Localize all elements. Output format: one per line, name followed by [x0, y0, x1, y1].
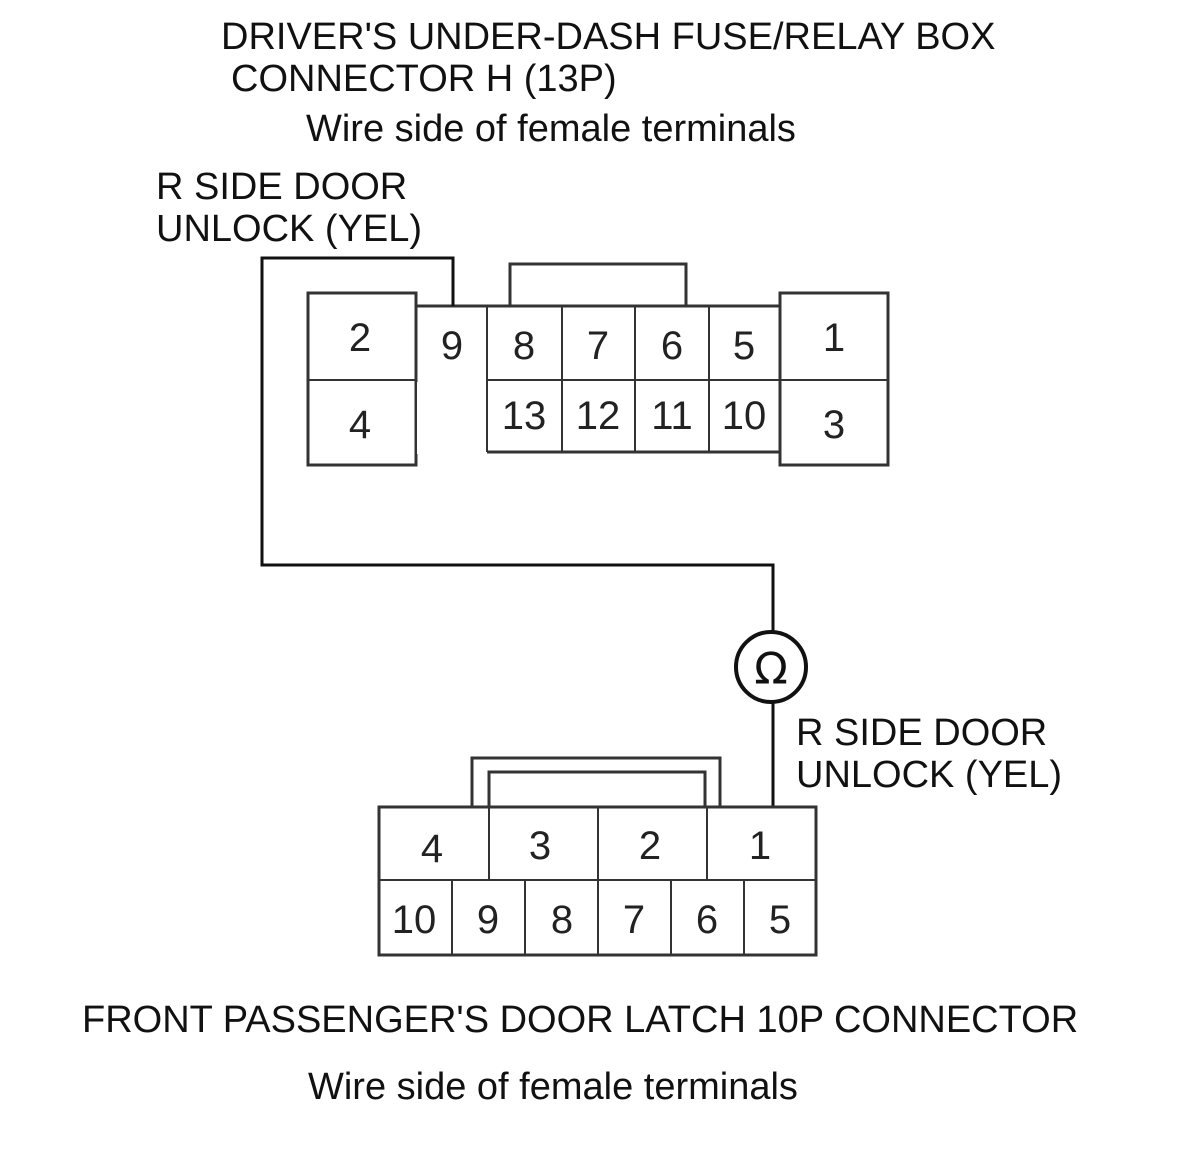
bottom-connector-subtitle: Wire side of female terminals	[308, 1066, 798, 1108]
bottom-pin-5: 5	[769, 898, 791, 942]
top-pin-10: 10	[722, 394, 767, 438]
top-connector: 2 4 9 8 7 6 5 13 12 11 10 1 3	[306, 262, 890, 467]
top-pin-2: 2	[349, 316, 371, 360]
top-pin-1: 1	[823, 316, 845, 360]
bottom-connector: 4 3 2 1 10 9 8 7 6 5	[377, 756, 818, 957]
top-pin-12: 12	[576, 394, 621, 438]
top-wire-label-line1: R SIDE DOOR	[156, 166, 408, 208]
ohm-symbol: Ω	[754, 644, 788, 695]
bottom-pin-4: 4	[421, 827, 443, 871]
bottom-pin-6: 6	[696, 898, 718, 942]
bottom-pin-7: 7	[623, 898, 645, 942]
bottom-connector-title: FRONT PASSENGER'S DOOR LATCH 10P CONNECT…	[82, 999, 1079, 1041]
ohmmeter-icon: Ω	[734, 630, 808, 704]
bottom-pin-1: 1	[749, 824, 771, 868]
top-pin-9: 9	[441, 324, 463, 368]
top-pin-3: 3	[823, 403, 845, 447]
top-connector-latch	[508, 262, 688, 310]
top-wire-label-line2: UNLOCK (YEL)	[156, 208, 423, 250]
top-pin-7: 7	[587, 324, 609, 368]
top-connector-subtitle: Wire side of female terminals	[306, 108, 796, 150]
top-connector-title-line1: DRIVER'S UNDER-DASH FUSE/RELAY BOX	[221, 16, 996, 58]
bottom-pin-8: 8	[551, 898, 573, 942]
top-pin-5: 5	[733, 324, 755, 368]
bottom-wire-label-line2: UNLOCK (YEL)	[796, 754, 1063, 796]
yel-wire-path	[260, 256, 775, 633]
bottom-wire-label-line1: R SIDE DOOR	[796, 712, 1048, 754]
bottom-pin-10: 10	[392, 898, 437, 942]
bottom-pin-3: 3	[529, 824, 551, 868]
bottom-connector-latch-inner	[487, 770, 707, 812]
bottom-pin-9: 9	[477, 898, 499, 942]
top-pin-6: 6	[661, 324, 683, 368]
bottom-pin-2: 2	[639, 824, 661, 868]
top-connector-empty-cavity	[417, 382, 487, 454]
top-pin-8: 8	[513, 324, 535, 368]
top-pin-4: 4	[349, 403, 371, 447]
top-connector-title-line2: CONNECTOR H (13P)	[231, 58, 617, 100]
top-pin-11: 11	[651, 394, 693, 438]
top-pin-13: 13	[502, 394, 547, 438]
